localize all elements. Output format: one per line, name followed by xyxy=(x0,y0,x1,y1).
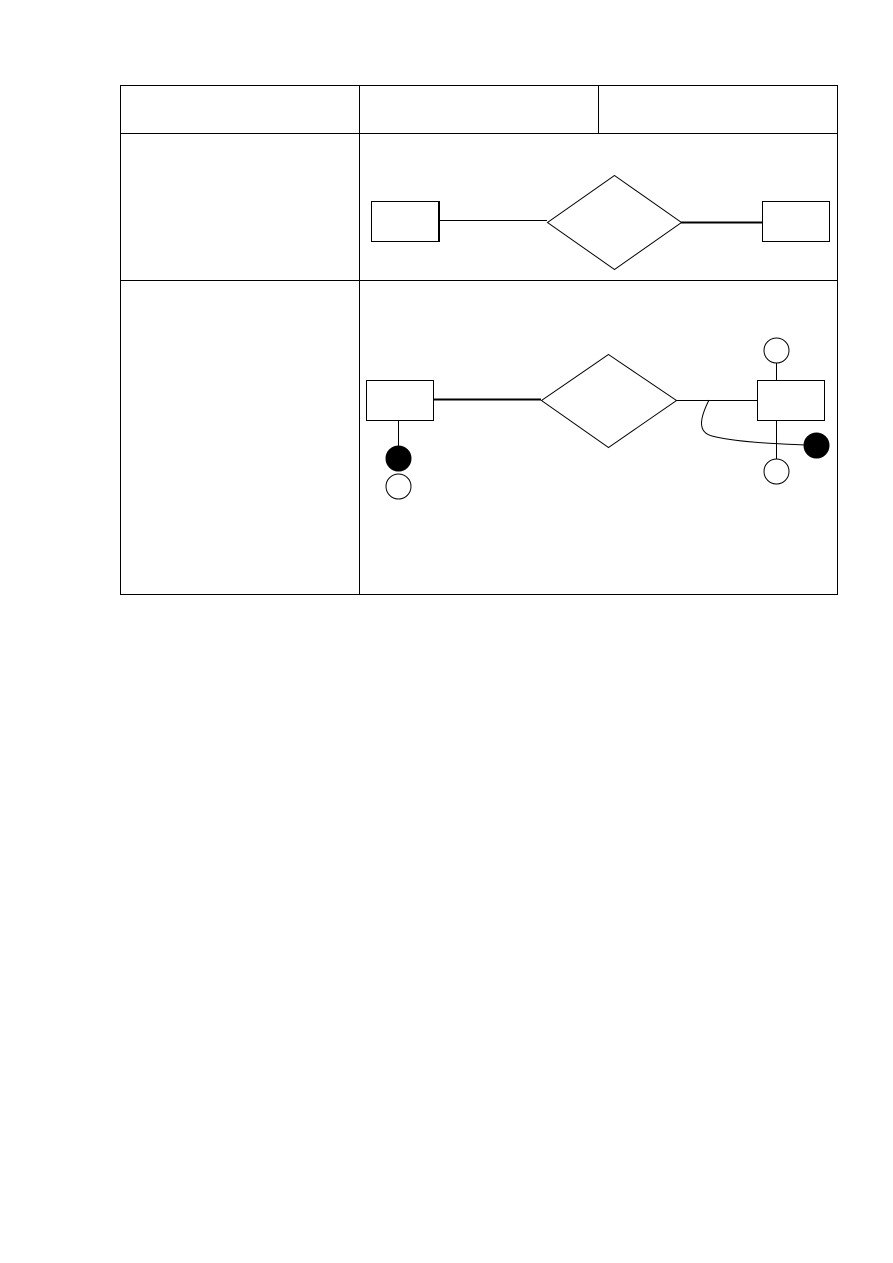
entity-left xyxy=(366,380,434,421)
attribute-right-top xyxy=(763,337,790,364)
key-attribute-left xyxy=(385,445,412,472)
entity-left xyxy=(371,201,439,242)
table-grid xyxy=(120,85,838,595)
entity-right xyxy=(762,201,830,242)
relationship-diamond xyxy=(546,174,683,271)
key-attribute-relationship xyxy=(803,432,830,459)
table-border xyxy=(120,85,838,595)
relationship-attribute-link xyxy=(701,399,805,446)
relationship-diamond xyxy=(540,353,678,449)
attribute-left xyxy=(385,473,412,500)
attribute-right-bottom xyxy=(763,458,790,485)
diagram-relationship-with-attributes xyxy=(366,337,830,500)
diagram-binary-relationship xyxy=(371,174,830,271)
entity-right xyxy=(757,380,825,421)
